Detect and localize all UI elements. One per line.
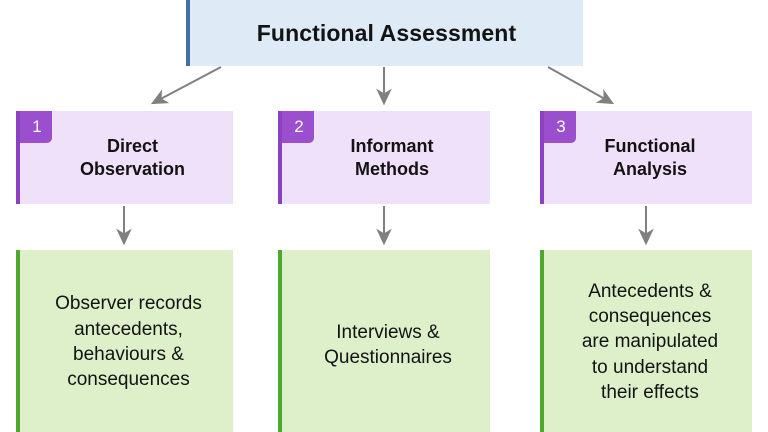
method-label-2: Informant Methods — [350, 135, 434, 179]
method-box-3[interactable]: 3 Functional Analysis — [540, 111, 752, 204]
description-box-2[interactable]: Interviews & Questionnaires — [278, 250, 490, 432]
description-box-1[interactable]: Observer records antecedents, behaviours… — [16, 250, 233, 432]
method-box-1[interactable]: 1 Direct Observation — [16, 111, 233, 204]
method-label-1: Direct Observation — [79, 135, 186, 179]
step-number-badge-1: 1 — [20, 111, 52, 143]
description-text-1: Observer records antecedents, behaviours… — [55, 293, 202, 391]
header-box: Functional Assessment — [186, 0, 583, 66]
description-box-3[interactable]: Antecedents & consequences are manipulat… — [540, 250, 752, 432]
arrow-header-to-col3 — [547, 66, 615, 105]
page-title: Functional Assessment — [256, 19, 517, 46]
step-number-badge-3: 3 — [544, 111, 576, 143]
method-label-3: Functional Analysis — [604, 135, 696, 179]
method-box-2[interactable]: 2 Informant Methods — [278, 111, 490, 204]
description-text-2: Interviews & Questionnaires — [324, 321, 452, 368]
arrow-header-to-col1 — [150, 66, 222, 105]
description-text-3: Antecedents & consequences are manipulat… — [581, 280, 719, 403]
step-number-badge-2: 2 — [282, 111, 314, 143]
